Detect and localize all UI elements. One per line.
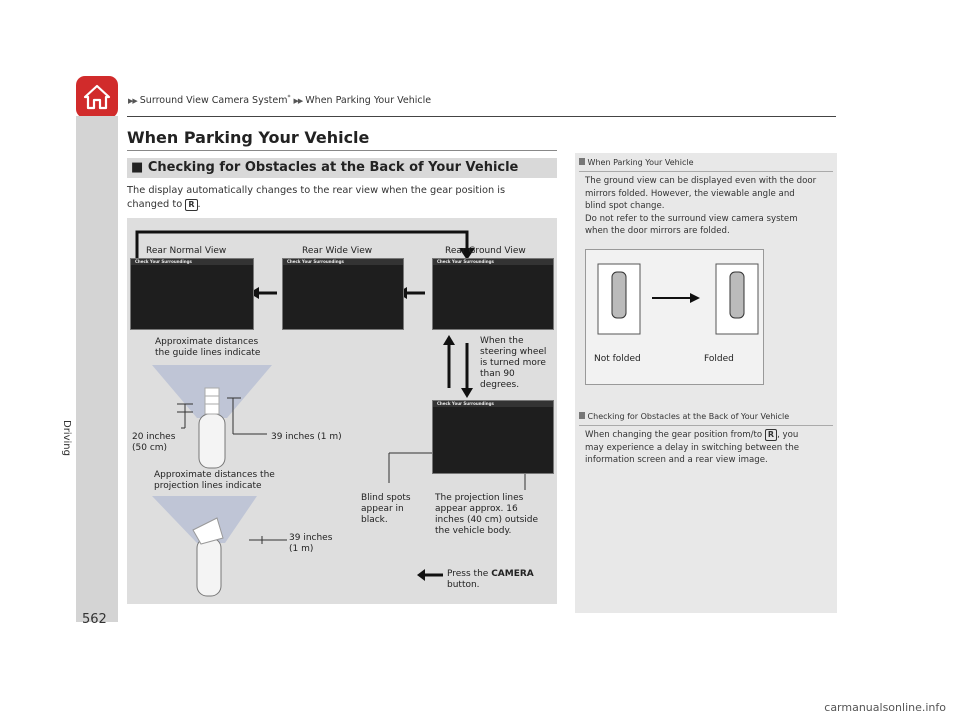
screen-header: Check Your Surroundings	[287, 259, 344, 264]
label-rear-wide: Rear Wide View	[302, 246, 373, 256]
intro-text-end: .	[197, 199, 201, 210]
screen-header: Check Your Surroundings	[437, 259, 494, 264]
note-line: mirrors folded. However, the viewable an…	[585, 188, 795, 199]
asterisk-mark: *	[287, 94, 291, 101]
section-heading-box	[127, 158, 557, 178]
label-line: black.	[361, 515, 388, 525]
label-guide-lines: Approximate distances the guide lines in…	[155, 337, 260, 359]
label-line: inches (40 cm) outside	[435, 515, 539, 525]
note-line: blind spot change.	[585, 201, 665, 211]
title-rule	[127, 150, 557, 151]
label-line: projection lines indicate	[154, 481, 262, 491]
chapter-sidebar	[76, 116, 118, 622]
label-blind-spots: Blind spots appear in black.	[361, 493, 411, 526]
label-line: than 90	[480, 369, 515, 379]
note1-rule	[579, 171, 833, 172]
label-line: When the	[480, 336, 524, 346]
mirror-fold-illustration: Not folded Folded	[585, 249, 764, 385]
label-line: Approximate distances	[155, 337, 259, 347]
label-20-inches: 20 inches (50 cm)	[132, 432, 175, 454]
label-rear-ground: Rear Ground View	[445, 246, 526, 256]
note1-title: When Parking Your Vehicle	[579, 158, 694, 167]
label-line: 39 inches	[289, 533, 333, 543]
rear-normal-screen: Check Your Surroundings	[130, 258, 254, 330]
note-ref-icon	[579, 412, 585, 419]
note1-title-text: When Parking Your Vehicle	[587, 158, 694, 167]
label-folded: Folded	[704, 354, 734, 364]
breadcrumb-link-camera[interactable]: Surround View Camera System	[139, 95, 288, 107]
label-line: 20 inches	[132, 432, 176, 442]
note2-body: When changing the gear position from/to …	[585, 429, 835, 467]
camera-button-name: CAMERA	[491, 569, 534, 579]
label-not-folded: Not folded	[594, 354, 641, 364]
label-line: degrees.	[480, 380, 520, 390]
note-text: When changing the gear position from/to	[585, 430, 763, 440]
note2-title: Checking for Obstacles at the Back of Yo…	[579, 412, 789, 421]
label-line: button.	[447, 580, 480, 590]
label-text: Press the	[447, 569, 492, 579]
label-projection-appear: The projection lines appear approx. 16 i…	[435, 493, 538, 537]
note-line: when the door mirrors are folded.	[585, 226, 730, 236]
label-line: the guide lines indicate	[155, 348, 261, 358]
watermark: carmanualsonline.info	[824, 701, 946, 714]
breadcrumb-arrow-icon: ▶▶	[128, 97, 138, 106]
label-39-inches-projection: 39 inches (1 m)	[289, 533, 332, 555]
label-line: appear in	[361, 504, 404, 514]
label-line: is turned more	[480, 358, 546, 368]
gear-r-key: R	[764, 429, 778, 441]
note-line: When changing the gear position from/to …	[585, 429, 835, 442]
label-line: (1 m)	[289, 544, 314, 554]
breadcrumb-current: When Parking Your Vehicle	[305, 95, 432, 107]
note2-rule	[579, 425, 833, 426]
note-line: may experience a delay in switching betw…	[585, 442, 800, 453]
label-line: (50 cm)	[132, 443, 168, 453]
label-steering: When the steering wheel is turned more t…	[480, 336, 546, 391]
note2-title-text: Checking for Obstacles at the Back of Yo…	[587, 412, 790, 421]
label-line: Press the CAMERA	[447, 569, 534, 580]
breadcrumb: ▶▶Surround View Camera System* ▶▶When Pa…	[128, 94, 431, 106]
label-line: The projection lines	[435, 493, 524, 503]
mirror-fold-graphic	[597, 263, 759, 335]
gear-r-key: R	[185, 199, 198, 211]
note-line: Do not refer to the surround view camera…	[585, 213, 798, 224]
label-press-camera: Press the CAMERA button.	[447, 569, 534, 591]
breadcrumb-arrow-icon: ▶▶	[293, 97, 304, 106]
rear-ground-turned-screen: Check Your Surroundings	[432, 400, 554, 474]
note-ref-icon	[579, 158, 585, 165]
page-title: When Parking Your Vehicle	[127, 128, 370, 147]
note-text: , you	[777, 430, 799, 440]
section-heading-text: Checking for Obstacles at the Back of Yo…	[147, 160, 519, 175]
section-heading: ■ Checking for Obstacles at the Back of …	[131, 160, 518, 175]
camera-views-figure: Check Your Surroundings Check Your Surro…	[127, 218, 557, 604]
notes-column: When Parking Your Vehicle The ground vie…	[575, 153, 837, 613]
section-bullet: ■	[131, 160, 144, 175]
label-39-inches: 39 inches (1 m)	[271, 432, 342, 442]
label-projection-lines: Approximate distances the projection lin…	[154, 470, 275, 492]
header-rule	[127, 116, 836, 117]
intro-text: The display automatically changes to the…	[127, 184, 547, 212]
note1-body: The ground view can be displayed even wi…	[585, 175, 835, 238]
note-line: information screen and a rear view image…	[585, 455, 768, 465]
figure-arrows	[135, 230, 526, 597]
rear-wide-screen: Check Your Surroundings	[282, 258, 404, 330]
chapter-label: Driving	[61, 420, 72, 456]
label-line: Approximate distances the	[154, 470, 275, 480]
intro-text-body: The display automatically changes to the…	[127, 185, 506, 210]
home-icon	[83, 84, 111, 110]
rear-ground-screen: Check Your Surroundings	[432, 258, 554, 330]
note-line: The ground view can be displayed even wi…	[585, 176, 817, 186]
label-line: Blind spots	[361, 493, 411, 503]
label-line: appear approx. 16	[435, 504, 518, 514]
screen-header: Check Your Surroundings	[437, 401, 494, 406]
label-line: steering wheel	[480, 347, 547, 357]
label-line: the vehicle body.	[435, 526, 512, 536]
page-number: 562	[82, 612, 107, 627]
home-button[interactable]	[76, 76, 118, 118]
screen-header: Check Your Surroundings	[135, 259, 192, 264]
label-rear-normal: Rear Normal View	[146, 246, 227, 256]
